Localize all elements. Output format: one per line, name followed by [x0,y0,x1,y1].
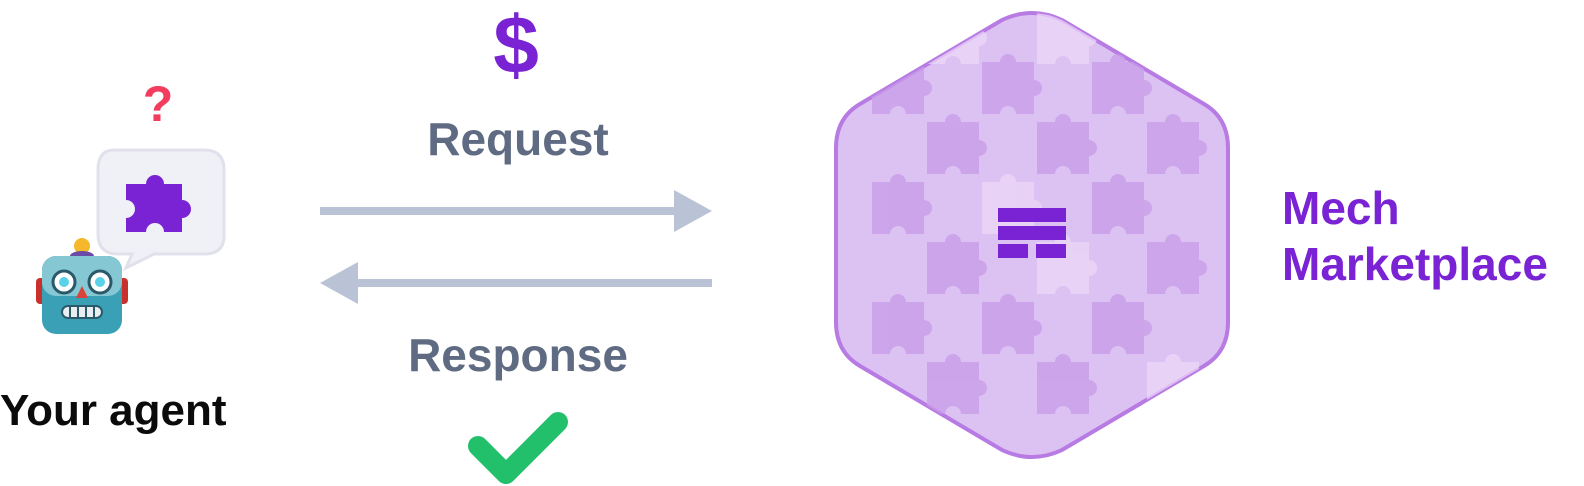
speech-bubble-icon [96,148,226,272]
response-label: Response [408,329,628,381]
response-arrow [320,262,712,304]
robot-icon [36,238,128,334]
question-mark: ? [142,76,174,132]
marketplace-title-line2: Marketplace [1282,238,1548,290]
request-label: Request [427,113,609,165]
agent-label: Your agent [0,386,227,435]
mech-logo-icon [998,208,1066,258]
hexagon-puzzle-icon [834,11,1230,459]
marketplace-title: Mech Marketplace [1282,180,1548,292]
marketplace-title-line1: Mech [1282,182,1400,234]
puzzle-piece-icon [126,175,191,232]
dollar-icon: $ [493,0,539,91]
checkmark-icon [468,412,568,484]
request-arrow [320,190,712,232]
